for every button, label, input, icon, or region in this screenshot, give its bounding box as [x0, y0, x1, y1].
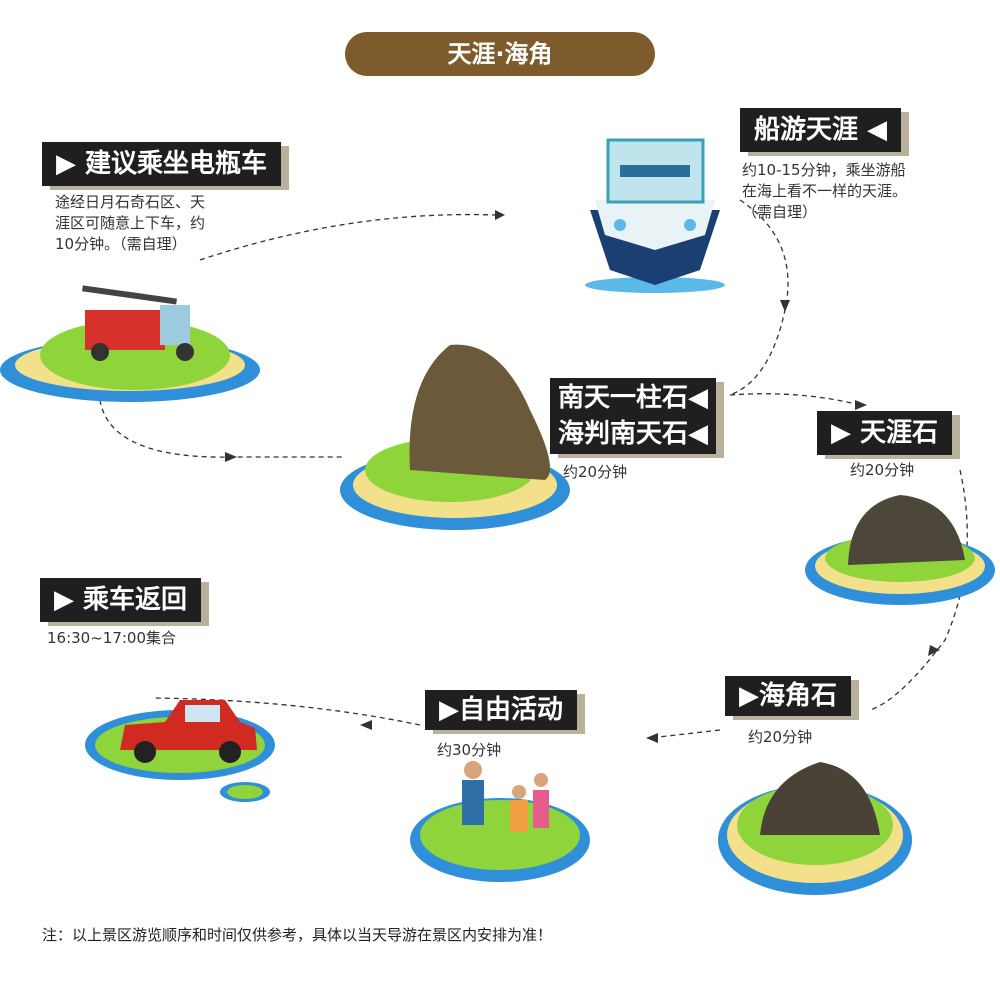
time-return: 16:30~17:00集合 [47, 629, 177, 647]
time-pillar: 约20分钟 [563, 463, 628, 481]
cart-icon [82, 285, 194, 361]
desc-cart: 途经日月石奇石区、天 涯区可随意上下车，约 10分钟。（需自理） [55, 192, 205, 255]
tag-return: ▶ 乘车返回 [40, 578, 202, 622]
tag-line: 海判南天石◀ [558, 419, 708, 449]
desc-line: 在海上看不一样的天涯。 [742, 182, 908, 200]
family-icon [462, 761, 549, 832]
time-haijiao: 约20分钟 [748, 728, 813, 746]
tag-cart: ▶ 建议乘坐电瓶车 [42, 142, 282, 186]
desc-line: （需自理） [742, 203, 818, 221]
tag-free: ▶自由活动 [425, 690, 577, 730]
page-title: 天涯·海角 [345, 32, 655, 76]
time-free: 约30分钟 [437, 741, 502, 759]
route-path [99, 199, 968, 739]
time-tianya: 约20分钟 [850, 461, 915, 479]
desc-boat: 约10-15分钟，乘坐游船 在海上看不一样的天涯。 （需自理） [742, 160, 907, 223]
car-icon [120, 700, 257, 763]
tag-boat: 船游天涯 ◀ [740, 108, 902, 152]
haijiao-rock-icon [760, 762, 880, 835]
desc-line: 约10-15分钟，乘坐游船 [742, 161, 906, 179]
tag-haijiao: ▶海角石 [725, 676, 851, 716]
island-free [410, 798, 590, 882]
tianya-rock-icon [848, 495, 965, 565]
tag-line: 南天一柱石◀ [558, 383, 708, 413]
footer-note: 注：以上景区游览顺序和时间仅供参考，具体以当天导游在景区内安排为准！ [42, 926, 553, 944]
desc-line: 涯区可随意上下车，约 [55, 214, 206, 232]
desc-line: 10分钟。（需自理） [55, 235, 187, 253]
route-arrows [225, 210, 940, 743]
desc-line: 途经日月石奇石区、天 [55, 193, 206, 211]
boat-icon [585, 138, 725, 293]
pillar-rock-icon [409, 344, 550, 480]
tag-pillar: 南天一柱石◀ 海判南天石◀ [550, 378, 716, 454]
tag-tianya: ▶ 天涯石 [817, 411, 953, 455]
